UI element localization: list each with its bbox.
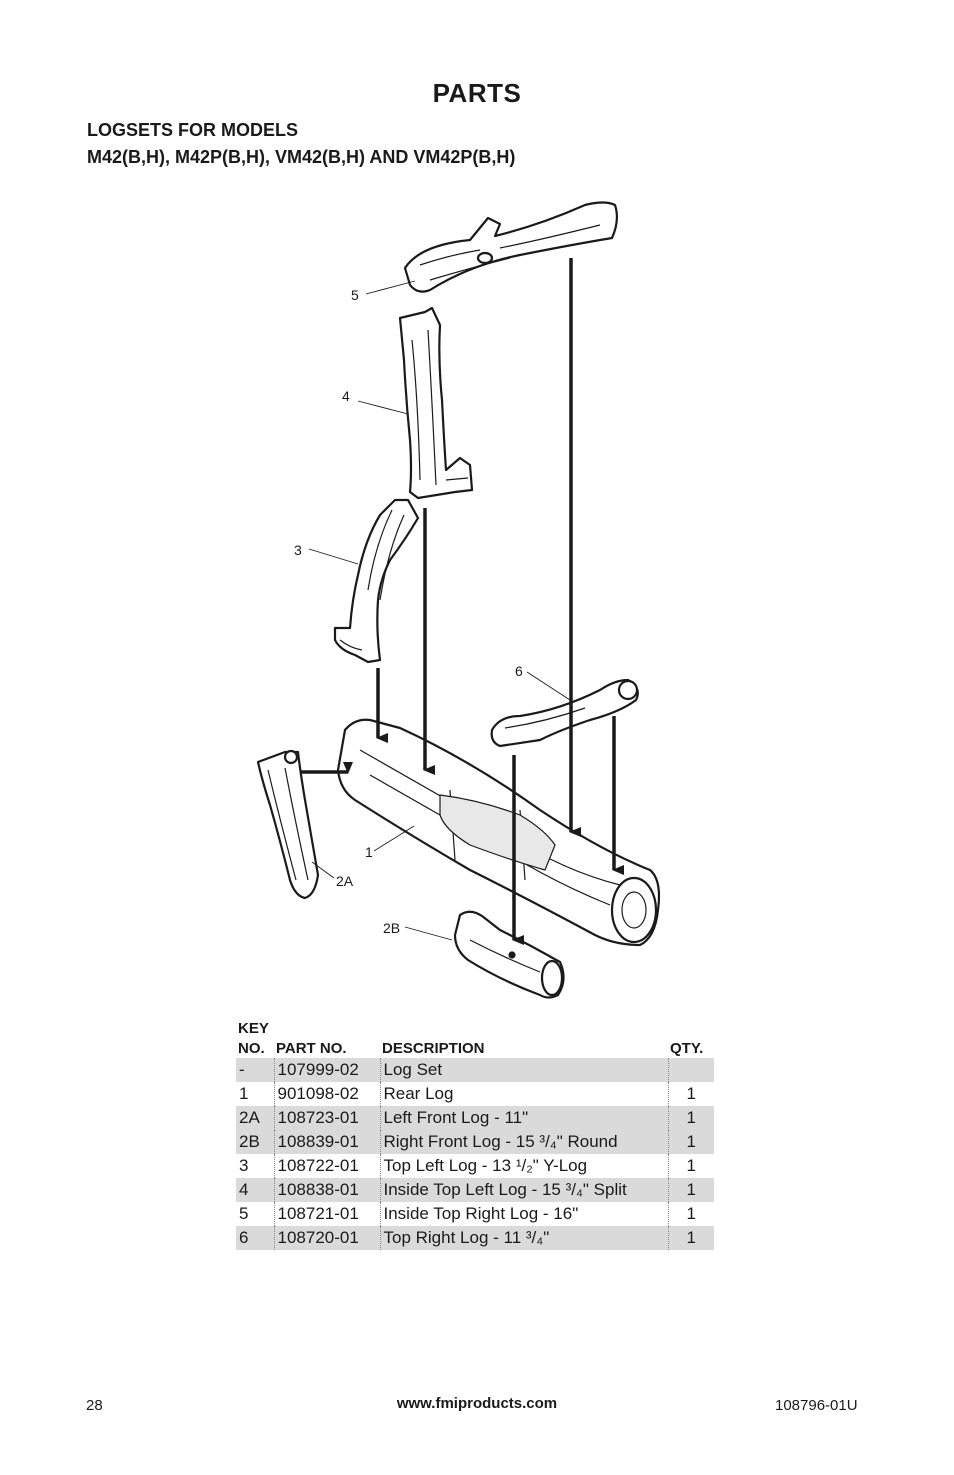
log-3-shape bbox=[333, 498, 420, 664]
part-cell: 108720-01 bbox=[273, 1226, 380, 1250]
table-row: 3 108722-01 Top Left Log - 13 ¹/₂" Y-Log… bbox=[236, 1154, 714, 1178]
qty-cell bbox=[667, 1058, 714, 1082]
qty-cell: 1 bbox=[667, 1106, 714, 1130]
table-row: 1 901098-02 Rear Log 1 bbox=[236, 1082, 714, 1106]
log-1-shape bbox=[336, 718, 661, 947]
qty-cell: 1 bbox=[667, 1154, 714, 1178]
page-title: PARTS bbox=[432, 78, 522, 108]
table-row: 2A 108723-01 Left Front Log - 11" 1 bbox=[236, 1106, 714, 1130]
qty-cell: 1 bbox=[667, 1082, 714, 1106]
table-row: 5 108721-01 Inside Top Right Log - 16" 1 bbox=[236, 1202, 714, 1226]
description-cell: Inside Top Right Log - 16" bbox=[379, 1202, 668, 1226]
qty-cell: 1 bbox=[667, 1202, 714, 1226]
log-4-shape bbox=[398, 306, 474, 500]
log-5-shape bbox=[403, 201, 619, 293]
description-cell: Right Front Log - 15 ³/₄" Round bbox=[379, 1130, 668, 1154]
description-cell: Left Front Log - 11" bbox=[379, 1106, 668, 1130]
key-cell: 4 bbox=[236, 1178, 274, 1202]
key-cell: 5 bbox=[239, 1204, 249, 1223]
key-header-top: KEY bbox=[238, 1020, 269, 1037]
qty-cell: 1 bbox=[667, 1178, 714, 1202]
column-header-description: DESCRIPTION bbox=[382, 1040, 485, 1057]
key-cell: - bbox=[236, 1058, 274, 1082]
description-cell: Top Left Log - 13 ¹/₂" Y-Log bbox=[379, 1154, 668, 1178]
models-subtitle: M42(B,H), M42P(B,H), VM42(B,H) AND VM42P… bbox=[87, 147, 516, 167]
key-cell: 2A bbox=[236, 1106, 274, 1130]
description-cell: Top Right Log - 11 ³/₄" bbox=[379, 1226, 668, 1250]
table-row: 6 108720-01 Top Right Log - 11 ³/₄" 1 bbox=[236, 1226, 714, 1250]
part-cell: 108721-01 bbox=[273, 1202, 380, 1226]
table-row: 4 108838-01 Inside Top Left Log - 15 ³/₄… bbox=[236, 1178, 714, 1202]
page-number: 28 bbox=[86, 1397, 103, 1414]
logset-diagram bbox=[256, 201, 661, 999]
description-cell: Rear Log bbox=[379, 1082, 668, 1106]
qty-cell: 1 bbox=[667, 1130, 714, 1154]
key-cell: 1 bbox=[239, 1084, 249, 1103]
callout-6: 6 bbox=[515, 663, 523, 679]
log-2b-shape bbox=[453, 910, 565, 999]
log-6-shape bbox=[490, 678, 639, 748]
qty-cell: 1 bbox=[667, 1226, 714, 1250]
table-row: - 107999-02 Log Set bbox=[236, 1058, 714, 1082]
column-header-qty: QTY. bbox=[670, 1040, 704, 1057]
part-cell: 108723-01 bbox=[273, 1106, 380, 1130]
column-header-part: PART NO. bbox=[276, 1040, 347, 1057]
parts-table: KEY NO. PART NO. DESCRIPTION QTY. - 1079… bbox=[236, 1018, 714, 1250]
part-cell: 108838-01 bbox=[273, 1178, 380, 1202]
log-2a-shape bbox=[256, 749, 320, 900]
part-cell: 108839-01 bbox=[273, 1130, 380, 1154]
key-cell: 2B bbox=[236, 1130, 274, 1154]
key-cell: 3 bbox=[239, 1156, 249, 1175]
description-cell: Log Set bbox=[379, 1058, 668, 1082]
callout-1: 1 bbox=[365, 844, 373, 860]
table-row: 2B 108839-01 Right Front Log - 15 ³/₄" R… bbox=[236, 1130, 714, 1154]
key-cell: 6 bbox=[236, 1226, 274, 1250]
callout-3: 3 bbox=[294, 542, 302, 558]
document-number: 108796-01U bbox=[775, 1397, 858, 1414]
description-cell: Inside Top Left Log - 15 ³/₄" Split bbox=[379, 1178, 668, 1202]
column-header-no: NO. bbox=[238, 1040, 265, 1057]
website-url: www.fmiproducts.com bbox=[396, 1395, 558, 1412]
part-cell: 901098-02 bbox=[273, 1082, 380, 1106]
part-cell: 107999-02 bbox=[273, 1058, 380, 1082]
part-cell: 108722-01 bbox=[273, 1154, 380, 1178]
section-subtitle: LOGSETS FOR MODELS bbox=[87, 120, 299, 140]
callout-5: 5 bbox=[351, 287, 359, 303]
callout-4: 4 bbox=[342, 388, 350, 404]
callout-2a: 2A bbox=[336, 873, 354, 889]
callout-2b: 2B bbox=[383, 920, 401, 936]
